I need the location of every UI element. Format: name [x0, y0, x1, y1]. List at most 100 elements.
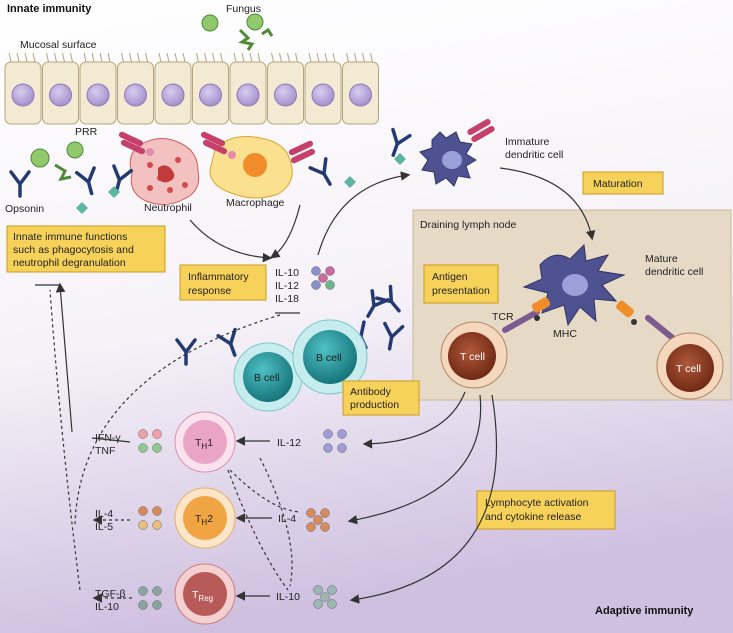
cilium [370, 52, 373, 63]
innate-immunity-title: Innate immunity [7, 3, 92, 15]
il12-top-label: IL-12 [275, 280, 299, 292]
cilium [241, 52, 245, 63]
cilium [62, 52, 65, 63]
dashed-th1-treg [227, 469, 289, 591]
prr-receptor-dc [467, 119, 495, 142]
arrows-solid [35, 167, 596, 604]
tcr-label: TCR [492, 311, 514, 323]
cytokine-cluster [313, 585, 337, 609]
cilium [107, 52, 111, 63]
innate-functions-line2: such as phagocytosis and [13, 244, 134, 256]
prr-receptor-neutrophil [118, 131, 154, 156]
antibody-icon [9, 170, 31, 198]
mhc-label: MHC [553, 328, 577, 340]
cytokine-dot [325, 280, 335, 290]
opsonin-diamond [344, 176, 356, 188]
immature-dc-label-line2: dendritic cell [505, 149, 563, 161]
arrow-to-il12 [362, 391, 466, 449]
th1-label: TH1 [195, 437, 213, 451]
cytokine-dot [313, 585, 323, 595]
cytokine-dot [318, 273, 328, 283]
cytokine-dot [311, 280, 321, 290]
antibody-line2: production [350, 399, 399, 411]
cytokine-dot [323, 443, 333, 453]
epithelial-nucleus [124, 83, 147, 107]
cytokine-dot [152, 520, 162, 530]
b-cell-left [233, 342, 303, 412]
epithelial-nucleus [199, 83, 222, 107]
macrophage-label: Macrophage [226, 197, 285, 209]
cilium [279, 52, 282, 63]
cilium [137, 52, 140, 63]
antibody-icon [74, 166, 96, 196]
cytokine-dot [306, 522, 316, 532]
cilium [158, 52, 162, 63]
antibody-icon [383, 321, 405, 351]
epithelial-nucleus [11, 83, 35, 107]
immature-dc-label-line1: Immature [505, 136, 550, 148]
innate-functions-line3: neutrophil degranulation [13, 257, 126, 269]
dashed-il10-th1 [259, 457, 293, 587]
antibody-icon [216, 327, 237, 357]
inflammatory-response-box [179, 264, 267, 301]
t-cell-left-label: T cell [460, 351, 485, 363]
innate-functions-line1: Innate immune functions [13, 231, 127, 243]
epithelial-nucleus [161, 83, 185, 107]
cilium [316, 52, 320, 63]
cytokine-dot [152, 586, 162, 596]
cilium [233, 52, 237, 63]
mucosal-surface-label: Mucosal surface [20, 39, 97, 51]
mature-dc-label-line1: Mature [645, 253, 678, 265]
cilium [257, 52, 261, 63]
cytokine-dot [325, 266, 335, 276]
neutrophil-cell [129, 138, 200, 205]
opsonin-diamond [108, 186, 120, 198]
prr-receptor-macrophage-left [200, 131, 236, 159]
antibody-icon [391, 127, 412, 157]
epithelial-nucleus [49, 83, 72, 107]
cytokine-dot [152, 443, 162, 453]
cilium [249, 52, 253, 63]
cytokine-dot [152, 429, 162, 439]
treg-cell [174, 563, 236, 625]
cytokine-dot [323, 429, 333, 439]
cytokine-dot [327, 599, 337, 609]
cilium [24, 52, 28, 63]
cytokine-cluster [138, 586, 162, 610]
b-cell-left-label: B cell [254, 372, 280, 384]
cilium [196, 52, 199, 63]
mucosal-epithelium [4, 52, 379, 125]
cilium [83, 52, 87, 63]
lymphocyte-activation-box [476, 490, 616, 530]
arrow-to-il4 [347, 394, 482, 525]
dashed-treg-to-innate [49, 289, 81, 591]
il10-top-label: IL-10 [275, 267, 299, 279]
il12-mid-label: IL-12 [277, 437, 301, 449]
epithelial-nucleus [274, 83, 297, 107]
cytokine-dot [320, 522, 330, 532]
cilium [166, 52, 170, 63]
antibody-icon [175, 338, 197, 366]
cilium [46, 52, 49, 63]
neutrophil-label: Neutrophil [144, 202, 192, 214]
cytokine-dot [138, 600, 148, 610]
cilium [295, 52, 298, 63]
th2-label: TH2 [195, 513, 213, 527]
fungus-icon-left [30, 141, 84, 182]
il10-bottom-right-label: IL-10 [276, 591, 300, 603]
epithelial-nucleus [86, 83, 110, 107]
cilium [354, 52, 357, 63]
innate-functions-box [6, 225, 166, 273]
arrow-neutrophil-to-il [189, 219, 273, 263]
il10-bottom-left-label: IL-10 [95, 601, 119, 613]
dashed-th1-th2 [229, 469, 301, 513]
antigen-presentation-box [423, 264, 499, 304]
antigen-presentation-line2: presentation [432, 285, 490, 297]
cilium [271, 52, 274, 63]
fungus-icon [201, 13, 274, 51]
epithelial-nucleus [349, 83, 372, 107]
cilium [182, 52, 186, 63]
maturation-box [582, 171, 664, 195]
adaptive-immunity-title: Adaptive immunity [595, 605, 694, 617]
cytokine-dot [337, 443, 347, 453]
